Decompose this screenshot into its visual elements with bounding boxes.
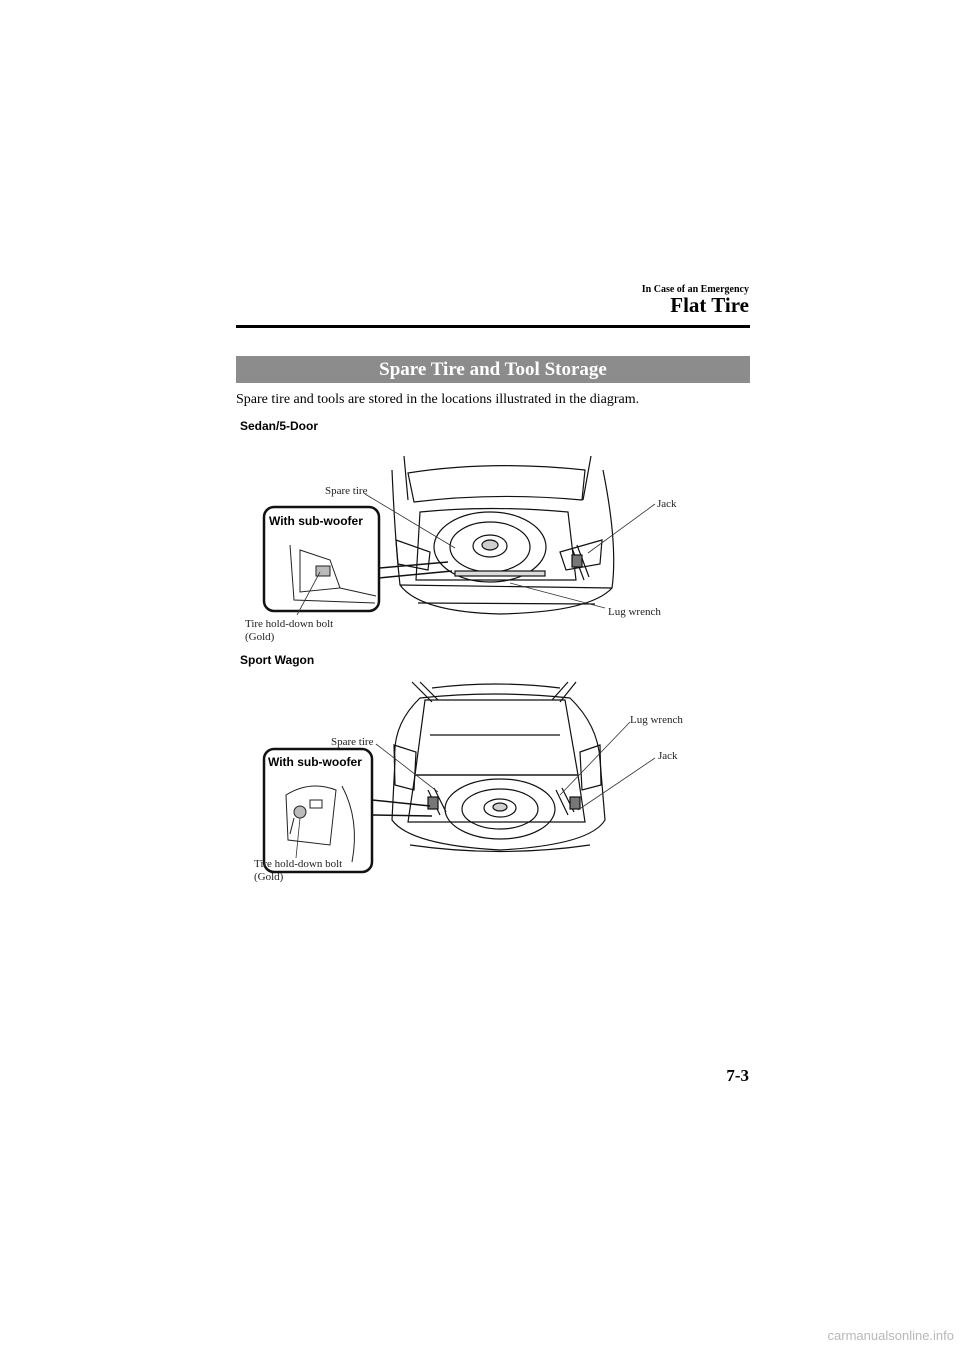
section-label: In Case of an Emergency [641,284,749,295]
wagon-label-lug-wrench: Lug wrench [630,714,683,726]
sedan-lug-wrench [454,570,546,577]
wagon-label-jack: Jack [658,750,678,762]
header-rule [236,325,750,328]
sedan-spare-tire [433,511,547,583]
section-heading: Spare Tire and Tool Storage [236,356,750,383]
wagon-label-bolt-1: Tire hold-down bolt [254,858,342,870]
sedan-label-bolt-2: (Gold) [245,631,275,643]
footer-site: carmanualsonline.info [827,1328,954,1343]
chapter-title: Flat Tire [670,293,749,317]
wagon-label-bolt-2: (Gold) [254,871,284,883]
figure-title-sedan: Sedan/5-Door [240,419,319,433]
wagon-inset-title: With sub-woofer [268,755,362,769]
sedan-inset-title: With sub-woofer [269,514,363,528]
page-number: 7-3 [726,1066,749,1085]
sedan-inset: With sub-woofer [262,505,453,613]
wagon-inset: With sub-woofer [262,747,433,874]
wagon-label-spare-tire: Spare tire [331,736,374,748]
sedan-label-bolt-1: Tire hold-down bolt [245,618,333,630]
sedan-label-jack: Jack [657,498,677,510]
sedan-illustration [391,455,615,615]
wagon-illustration [391,681,606,853]
sedan-label-spare-tire: Spare tire [325,485,368,497]
figure-title-wagon: Sport Wagon [240,653,315,667]
sedan-label-lug-wrench: Lug wrench [608,606,661,618]
intro-text: Spare tire and tools are stored in the l… [236,392,640,407]
